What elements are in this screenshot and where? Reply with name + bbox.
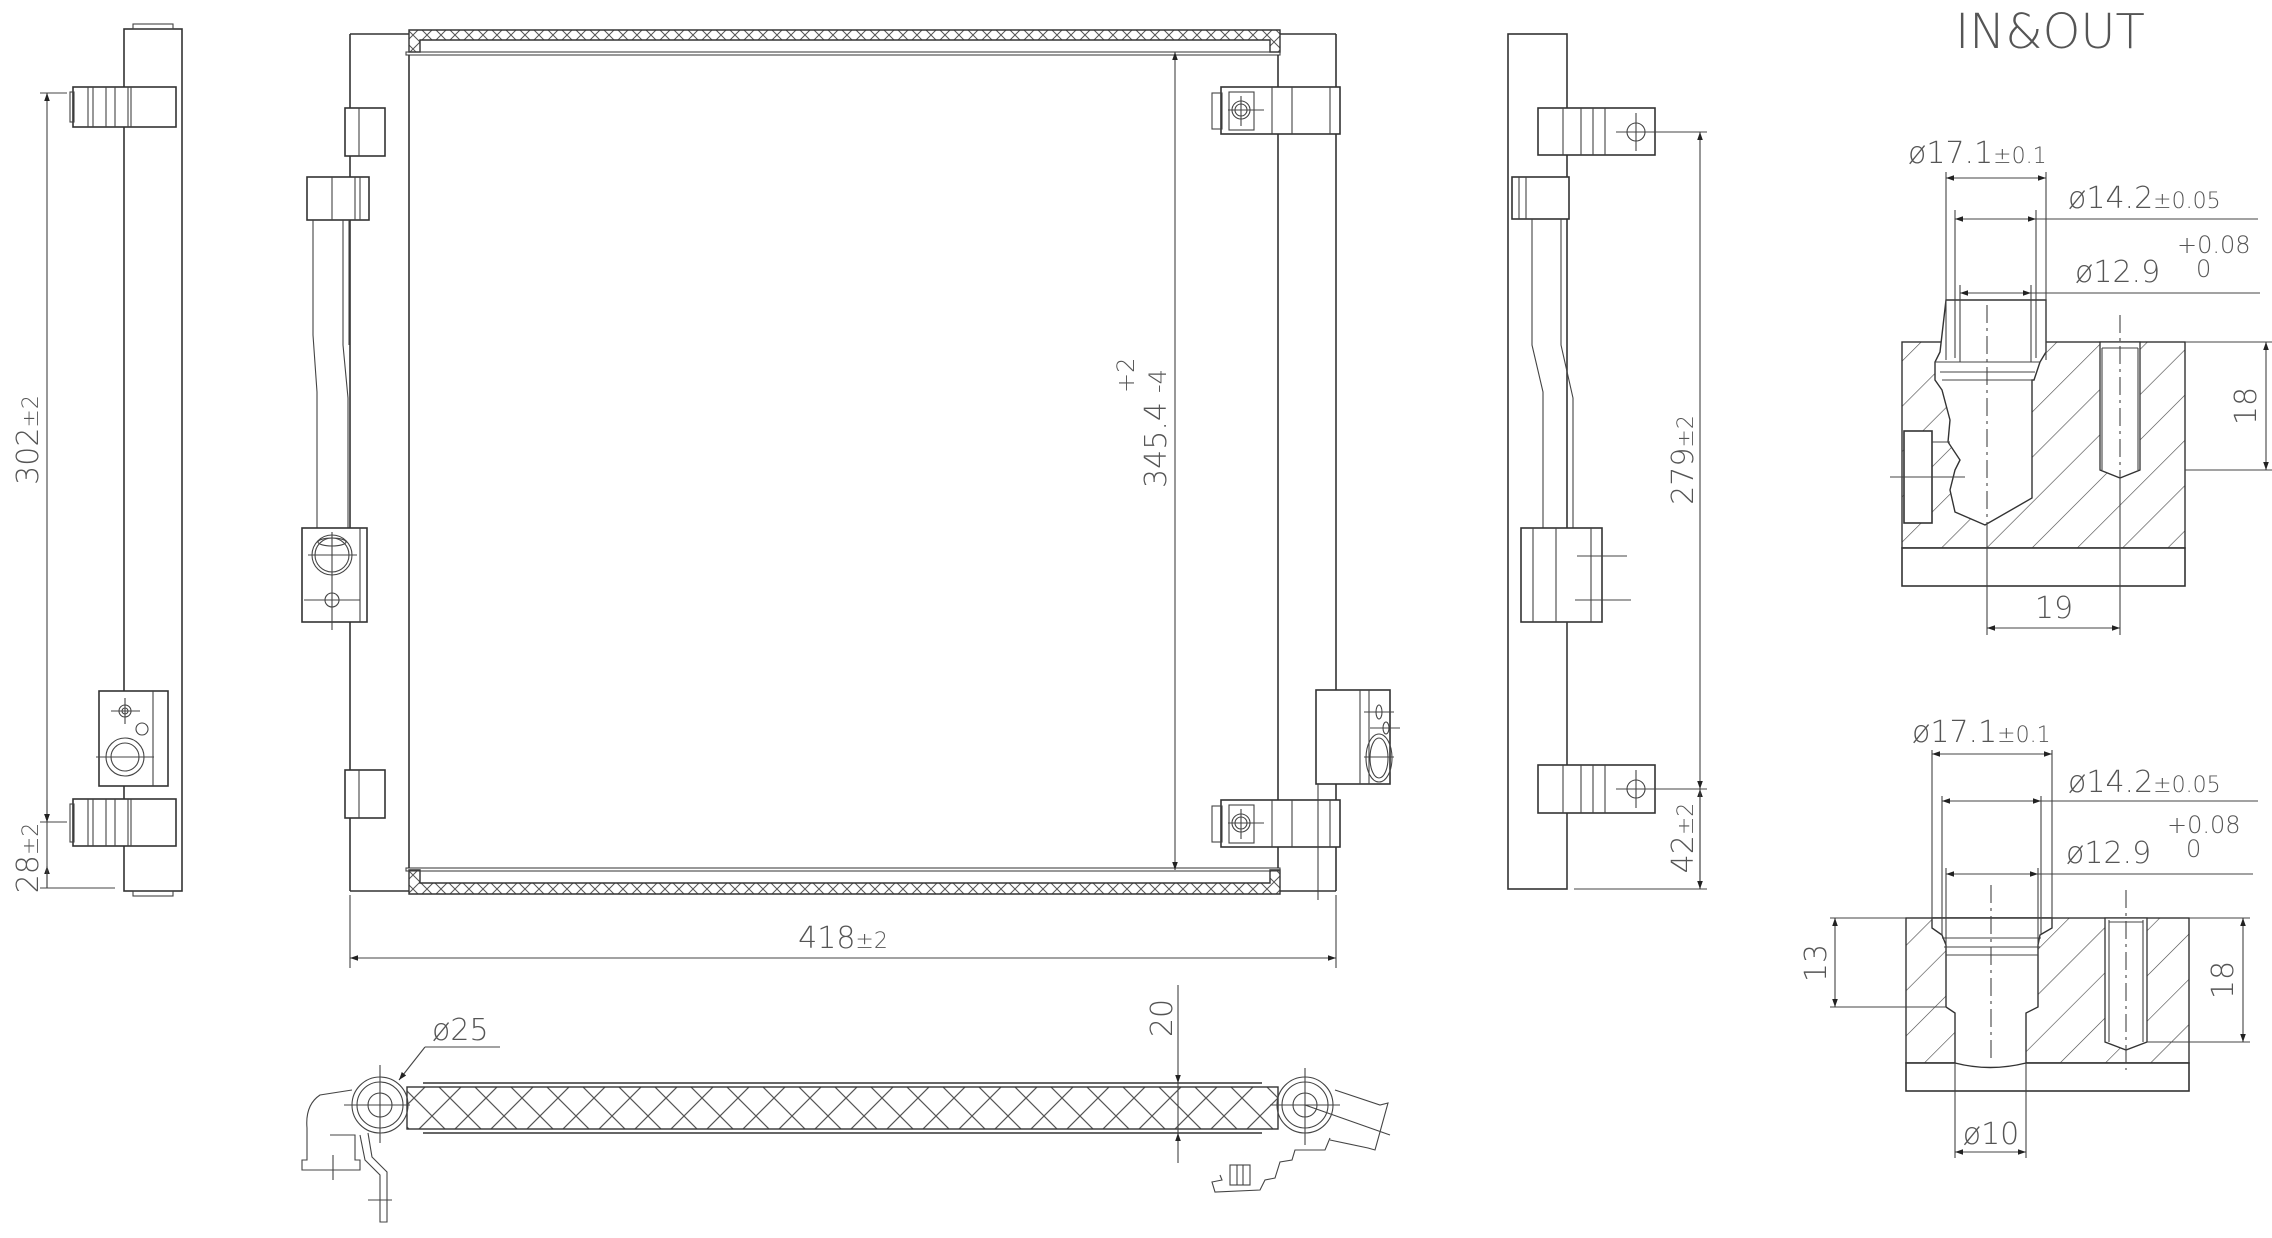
svg-text:ø10: ø10 <box>1963 1117 2020 1152</box>
detail-out-d12: ø <box>2066 836 2084 871</box>
detail-in-d12: ø <box>2075 255 2093 290</box>
detail-in-d17: ø <box>1908 136 1926 171</box>
svg-text:0: 0 <box>2186 835 2201 863</box>
svg-text:28±2: 28±2 <box>11 823 46 894</box>
detail-out-counterbore-depth: 13 <box>1799 944 1834 982</box>
svg-text:418±2: 418±2 <box>798 921 888 956</box>
svg-text:279±2: 279±2 <box>1666 415 1701 505</box>
svg-text:0: 0 <box>2196 255 2211 283</box>
front-bracket-top <box>1211 86 1341 135</box>
detail-in-d14: ø <box>2068 181 2086 216</box>
detail-out: ø17.1±0.1 ø14.2±0.05 ø12.9 +0.08 0 ø10 1… <box>1799 715 2258 1158</box>
svg-text:42±2: 42±2 <box>1666 803 1701 874</box>
detail-out-bore: ø <box>1963 1117 1981 1152</box>
detail-in: ø17.1±0.1 ø14.2±0.05 ø12.9 +0.08 0 18 19 <box>1890 136 2272 635</box>
detail-out-depth: 18 <box>2206 961 2241 999</box>
front-bracket-bottom <box>1211 799 1341 848</box>
bracket-top <box>69 86 177 128</box>
svg-text:ø12.9: ø12.9 <box>2066 836 2151 871</box>
svg-text:+0.08: +0.08 <box>2177 231 2251 259</box>
svg-text:-4: -4 <box>1144 369 1172 393</box>
svg-text:ø14.2±0.05: ø14.2±0.05 <box>2068 765 2221 800</box>
dim-345: 345.4 <box>1139 402 1174 488</box>
inlet-block <box>96 690 169 787</box>
dim-302: 302 <box>11 428 46 485</box>
dim-20: 20 <box>1145 999 1180 1037</box>
svg-text:345.4: 345.4 <box>1139 402 1174 488</box>
detail-out-d14: ø <box>2068 765 2086 800</box>
svg-text:ø17.1±0.1: ø17.1±0.1 <box>1908 136 2047 171</box>
front-outlet-fitting <box>1315 689 1400 785</box>
svg-text:ø17.1±0.1: ø17.1±0.1 <box>1912 715 2051 750</box>
front-inlet-fitting <box>301 527 368 630</box>
dim-28: 28 <box>11 855 46 893</box>
detail-in-depth: 18 <box>2229 387 2264 425</box>
svg-text:+0.08: +0.08 <box>2167 811 2241 839</box>
svg-text:ø25: ø25 <box>432 1013 489 1048</box>
top-view: ø25 20 <box>301 985 1391 1223</box>
detail-out-d17: ø <box>1912 715 1930 750</box>
dim-279: 279 <box>1666 448 1701 505</box>
side-view-left: 302±2 28±2 <box>11 23 183 897</box>
dim-42: 42 <box>1666 835 1701 873</box>
svg-text:302±2: 302±2 <box>11 395 46 485</box>
top-view-inlet: ø25 <box>301 1013 500 1223</box>
detail-title: IN&OUT <box>1955 4 2145 60</box>
detail-in-offset: 19 <box>2035 591 2073 626</box>
svg-text:ø12.9: ø12.9 <box>2075 255 2160 290</box>
dim-pipe-diameter: ø <box>432 1013 450 1048</box>
bracket-bottom <box>69 798 177 847</box>
svg-text:+2: +2 <box>1112 358 1140 393</box>
top-view-outlet <box>1211 1068 1391 1193</box>
front-view: 345.4 +2 -4 418±2 <box>301 29 1400 968</box>
side-view-right: 279±2 42±2 <box>1507 33 1707 890</box>
dim-418: 418 <box>798 921 855 956</box>
svg-text:ø14.2±0.05: ø14.2±0.05 <box>2068 181 2221 216</box>
